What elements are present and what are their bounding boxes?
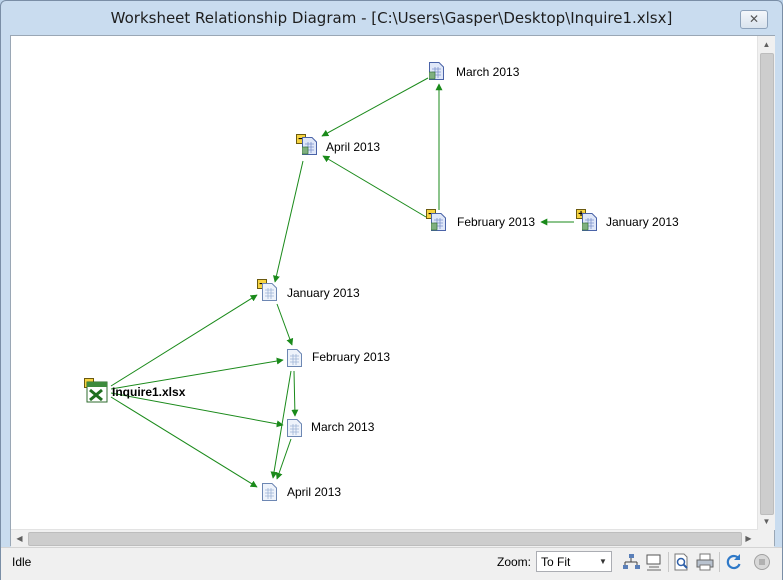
edge-root-to-loc-april bbox=[110, 396, 258, 488]
scroll-right-icon[interactable]: ▶ bbox=[745, 534, 752, 543]
toolbar-separator bbox=[668, 552, 669, 572]
edge-ext-april-to-loc-january bbox=[273, 160, 304, 283]
external-worksheet-icon bbox=[582, 213, 597, 231]
edge-loc-january-to-loc-february bbox=[276, 303, 294, 346]
worksheet-icon bbox=[262, 283, 277, 301]
edge-ext-march-to-ext-april bbox=[321, 77, 429, 137]
vertical-scroll-thumb[interactable] bbox=[760, 53, 774, 515]
horizontal-scrollbar[interactable]: ◀ ▶ bbox=[11, 529, 757, 547]
title-bar[interactable]: Worksheet Relationship Diagram - [C:\Use… bbox=[1, 1, 782, 37]
node-label-workbook[interactable]: Inquire1.xlsx bbox=[112, 385, 186, 399]
node-label-ext-january[interactable]: January 2013 bbox=[606, 215, 679, 229]
node-label-ext-march[interactable]: March 2013 bbox=[456, 65, 520, 79]
node-label-loc-march[interactable]: March 2013 bbox=[311, 420, 375, 434]
zoom-value: To Fit bbox=[541, 555, 571, 569]
scroll-up-icon[interactable]: ▲ bbox=[762, 40, 771, 49]
refresh-icon[interactable] bbox=[724, 552, 744, 572]
vertical-scrollbar[interactable]: ▲ ▼ bbox=[757, 36, 775, 530]
zoom-dropdown[interactable]: To Fit ▼ bbox=[536, 551, 612, 572]
node-label-loc-april[interactable]: April 2013 bbox=[287, 485, 342, 499]
scroll-down-icon[interactable]: ▼ bbox=[762, 517, 771, 526]
edge-loc-february-to-loc-april bbox=[270, 370, 292, 479]
excel-workbook-icon bbox=[86, 381, 108, 403]
horizontal-scroll-thumb[interactable] bbox=[28, 532, 742, 546]
external-worksheet-icon bbox=[431, 213, 446, 231]
window-title: Worksheet Relationship Diagram - [C:\Use… bbox=[110, 9, 673, 27]
worksheet-icon bbox=[287, 349, 302, 367]
chevron-down-icon[interactable]: ▼ bbox=[599, 557, 607, 566]
edge-root-to-loc-january bbox=[110, 294, 258, 387]
edge-ext-february-to-ext-april bbox=[322, 155, 427, 218]
stop-icon[interactable] bbox=[752, 552, 772, 572]
status-bar: Idle Zoom: To Fit ▼ bbox=[1, 547, 782, 580]
edge-loc-february-to-loc-march bbox=[291, 370, 299, 417]
edge-root-to-loc-february bbox=[110, 357, 284, 390]
worksheet-icon bbox=[262, 483, 277, 501]
print-preview-icon[interactable] bbox=[672, 552, 692, 572]
external-worksheet-icon bbox=[302, 137, 317, 155]
scroll-left-icon[interactable]: ◀ bbox=[16, 534, 23, 543]
print-icon[interactable] bbox=[695, 552, 715, 572]
zoom-label: Zoom: bbox=[497, 555, 532, 569]
scrollbar-corner bbox=[757, 530, 774, 547]
node-label-ext-april[interactable]: April 2013 bbox=[326, 140, 381, 154]
edge-root-to-loc-march bbox=[110, 392, 284, 428]
worksheet-icon bbox=[287, 419, 302, 437]
close-button[interactable]: ✕ bbox=[740, 10, 768, 29]
node-label-loc-january[interactable]: January 2013 bbox=[287, 286, 360, 300]
node-label-ext-february[interactable]: February 2013 bbox=[457, 215, 536, 229]
external-worksheet-icon bbox=[429, 62, 444, 80]
edge-loc-march-to-loc-april bbox=[275, 438, 292, 480]
toolbar-separator bbox=[719, 552, 720, 572]
relationship-edges bbox=[110, 77, 574, 488]
hierarchical-layout-icon[interactable] bbox=[621, 552, 641, 572]
node-label-loc-february[interactable]: February 2013 bbox=[312, 350, 391, 364]
organic-layout-icon[interactable] bbox=[644, 552, 664, 572]
status-text: Idle bbox=[12, 555, 32, 569]
diagram-canvas[interactable]: − Inquire1.xlsx − January 2013 February … bbox=[10, 35, 775, 546]
